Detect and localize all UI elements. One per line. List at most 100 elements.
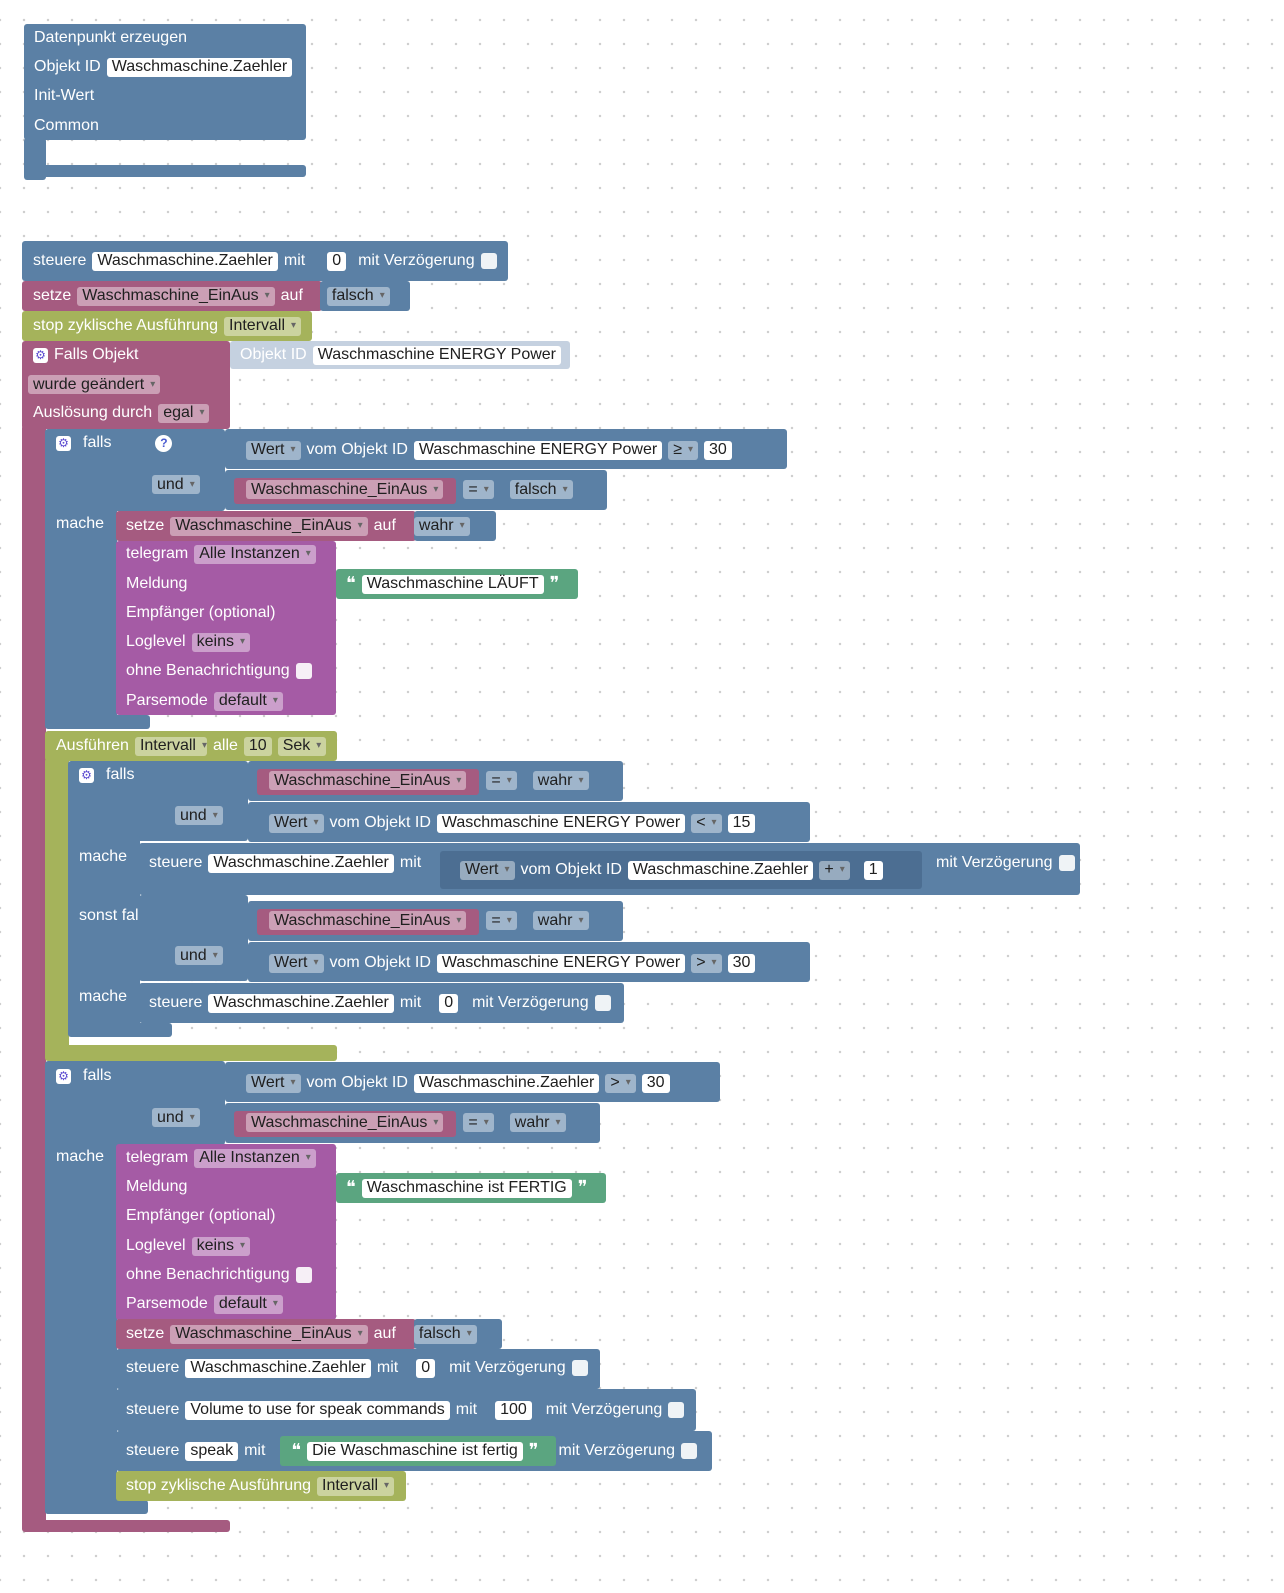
if2-eq3-dropdown[interactable]: = xyxy=(486,911,517,930)
if1-und-dropdown[interactable]: und xyxy=(152,475,200,494)
steuere-target-field[interactable]: Waschmaschine.Zaehler xyxy=(92,251,278,271)
if2-block[interactable] xyxy=(68,761,248,841)
tail-stop-label: stop zyklische Ausführung xyxy=(126,1477,311,1494)
if2-gt-dropdown[interactable]: > xyxy=(691,953,722,973)
if2-n15-input[interactable]: 15 xyxy=(727,813,756,833)
tail-speak-field[interactable]: speak xyxy=(185,1441,239,1461)
tg1-instances-dropdown[interactable]: Alle Instanzen xyxy=(194,544,316,564)
tg1-msg-field[interactable]: Waschmaschine LÄUFT xyxy=(361,574,544,594)
if2-obj2-field[interactable]: Waschmaschine.Zaehler xyxy=(627,860,814,880)
setze-value-dropdown[interactable]: falsch xyxy=(326,286,390,306)
if1-val-dropdown[interactable]: falsch xyxy=(509,480,573,499)
trigger-objid-field[interactable]: Waschmaschine ENERGY Power xyxy=(312,345,561,365)
objid-field[interactable]: Waschmaschine.Zaehler xyxy=(106,57,293,77)
if2-val3-dropdown[interactable]: wahr xyxy=(532,911,589,930)
tg2-ohne-label: ohne Benachrichtigung xyxy=(126,1266,290,1283)
if1-setze-val-dropdown[interactable]: wahr xyxy=(413,516,470,536)
tail-stop-dropdown[interactable]: Intervall xyxy=(317,1476,395,1496)
telegram1-block[interactable] xyxy=(116,541,336,715)
tg2-loglevel-dropdown[interactable]: keins xyxy=(191,1236,250,1256)
if2-wert2-dropdown[interactable]: Wert xyxy=(460,860,515,880)
tail-setze-val-dropdown[interactable]: falsch xyxy=(413,1324,477,1344)
if2-delay2-checkbox[interactable] xyxy=(594,995,611,1011)
tail-delay-checkbox[interactable] xyxy=(571,1360,588,1376)
if2-n30-input[interactable]: 30 xyxy=(727,953,756,973)
tg2-parsemode-dropdown[interactable]: default xyxy=(213,1294,283,1314)
if1-block[interactable] xyxy=(45,429,225,511)
tg1-parsemode-dropdown[interactable]: default xyxy=(213,691,283,711)
if3-block[interactable] xyxy=(45,1061,225,1145)
create-datapoint-block[interactable] xyxy=(24,24,306,140)
quote-open-icon: ❝ xyxy=(291,1440,302,1461)
if3-gt-dropdown[interactable]: > xyxy=(605,1073,636,1093)
tail-speakmsg-field[interactable]: Die Waschmaschine ist fertig xyxy=(307,1441,523,1461)
tg2-instances-dropdown[interactable]: Alle Instanzen xyxy=(194,1148,316,1168)
interval-mode-dropdown[interactable]: Intervall xyxy=(134,736,207,756)
if3-num-input[interactable]: 30 xyxy=(641,1073,670,1093)
if3-wert-dropdown[interactable]: Wert xyxy=(246,1073,301,1093)
tg1-loglevel-dropdown[interactable]: keins xyxy=(191,632,250,652)
trigger-ausl-dropdown[interactable]: egal xyxy=(158,403,210,423)
if3-und-dropdown[interactable]: und xyxy=(152,1108,200,1127)
if2-wert-dropdown[interactable]: Wert xyxy=(269,813,324,833)
if3-eq-dropdown[interactable]: = xyxy=(463,1113,494,1132)
if2-wert4-dropdown[interactable]: Wert xyxy=(269,953,324,973)
if2-obj-field[interactable]: Waschmaschine ENERGY Power xyxy=(436,813,686,833)
gear-icon[interactable]: ⚙ xyxy=(33,347,48,363)
gear-icon[interactable]: ⚙ xyxy=(56,435,71,451)
if2-target2-field[interactable]: Waschmaschine.Zaehler xyxy=(208,993,394,1013)
if1-op-dropdown[interactable]: ≥ xyxy=(668,440,698,460)
tg2-msg-field[interactable]: Waschmaschine ist FERTIG xyxy=(361,1178,572,1198)
tail-zaehler-field[interactable]: Waschmaschine.Zaehler xyxy=(185,1358,371,1378)
tg2-ohne-checkbox[interactable] xyxy=(295,1267,312,1283)
if2-lt-dropdown[interactable]: < xyxy=(691,813,722,833)
if2-und-dropdown[interactable]: und xyxy=(175,806,223,825)
stop-interval-label: stop zyklische Ausführung xyxy=(33,317,218,334)
tail-zero-input[interactable]: 0 xyxy=(416,1358,436,1378)
if1-setze-var-dropdown[interactable]: Waschmaschine_EinAus xyxy=(170,516,368,536)
if1-var-dropdown[interactable]: Waschmaschine_EinAus xyxy=(246,480,444,499)
steuere-label: steuere xyxy=(33,252,87,269)
setze-label: setze xyxy=(33,287,72,304)
gear-icon[interactable]: ⚙ xyxy=(79,767,94,783)
delay-checkbox[interactable] xyxy=(480,253,497,269)
tail-volume-field[interactable]: Volume to use for speak commands xyxy=(185,1400,450,1420)
steuere-value-input[interactable]: 0 xyxy=(327,251,347,271)
trigger-objid-label: Objekt ID xyxy=(240,346,307,363)
if1-wert-dropdown[interactable]: Wert xyxy=(246,440,301,460)
if2-val-dropdown[interactable]: wahr xyxy=(532,771,589,790)
if1-num-input[interactable]: 30 xyxy=(704,440,732,460)
if2-var3-dropdown[interactable]: Waschmaschine_EinAus xyxy=(269,911,467,930)
tail-setze-label: setze xyxy=(126,1325,165,1342)
trigger-changed-dropdown[interactable]: wurde geändert xyxy=(28,375,161,394)
tg1-ohne-checkbox[interactable] xyxy=(295,663,312,679)
if2-eq-dropdown[interactable]: = xyxy=(486,771,517,790)
if2-var-dropdown[interactable]: Waschmaschine_EinAus xyxy=(269,771,467,790)
tail-setze-var-dropdown[interactable]: Waschmaschine_EinAus xyxy=(170,1324,368,1344)
tail-delay2-checkbox[interactable] xyxy=(668,1402,685,1418)
gear-icon[interactable]: ⚙ xyxy=(56,1068,71,1084)
if2-und2-dropdown[interactable]: und xyxy=(175,946,223,965)
tg2-label: telegram xyxy=(126,1149,189,1166)
if2-elseif-block[interactable] xyxy=(139,895,248,981)
telegram2-block[interactable] xyxy=(116,1144,336,1320)
if2-target-field[interactable]: Waschmaschine.Zaehler xyxy=(208,853,394,873)
tail-hundred-input[interactable]: 100 xyxy=(495,1400,532,1420)
if1-eq-dropdown[interactable]: = xyxy=(463,480,494,499)
if2-plus-dropdown[interactable]: + xyxy=(819,860,850,880)
setze-variable-dropdown[interactable]: Waschmaschine_EinAus xyxy=(77,286,275,306)
if2-obj4-field[interactable]: Waschmaschine ENERGY Power xyxy=(436,953,686,973)
stop-interval-dropdown[interactable]: Intervall xyxy=(224,316,302,336)
interval-num-input[interactable]: 10 xyxy=(243,736,272,756)
if2-delay-checkbox[interactable] xyxy=(1058,855,1075,871)
if2-one-input[interactable]: 1 xyxy=(863,860,883,880)
if2-mit2-label: mit xyxy=(399,994,422,1011)
if3-val-dropdown[interactable]: wahr xyxy=(509,1113,566,1132)
help-icon[interactable]: ? xyxy=(155,434,173,452)
if3-var-dropdown[interactable]: Waschmaschine_EinAus xyxy=(246,1113,444,1132)
if1-obj-field[interactable]: Waschmaschine ENERGY Power xyxy=(413,440,663,460)
if2-zero-input[interactable]: 0 xyxy=(439,993,459,1013)
interval-unit-dropdown[interactable]: Sek xyxy=(277,736,327,756)
if3-obj-field[interactable]: Waschmaschine.Zaehler xyxy=(413,1073,600,1093)
tail-delay3-checkbox[interactable] xyxy=(681,1443,697,1459)
